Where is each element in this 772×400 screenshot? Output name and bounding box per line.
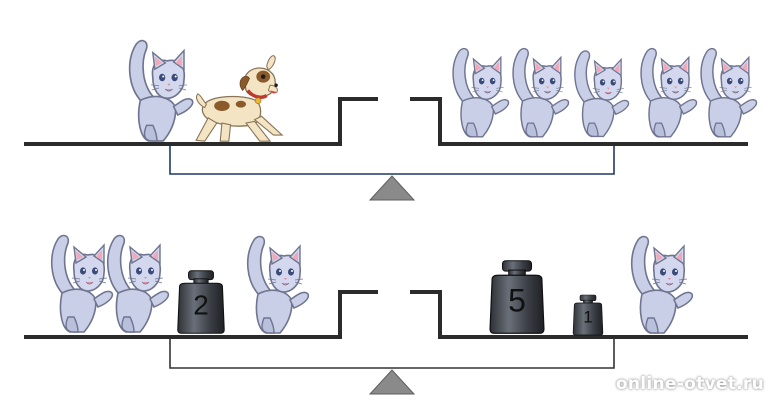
cat-icon [128, 39, 194, 142]
weight-label: 1 [583, 308, 592, 327]
cat-icon [630, 235, 694, 334]
dog-icon [194, 53, 285, 144]
left-pan-beam [24, 290, 378, 339]
fulcrum-icon [368, 369, 416, 395]
fulcrum-icon [368, 175, 416, 201]
cat-icon [574, 50, 630, 138]
cat-icon [246, 235, 310, 334]
scale-linkage [169, 339, 615, 369]
left-weight-2: 2 [177, 270, 225, 334]
cat-icon [452, 47, 510, 138]
right-pan-beam [410, 97, 748, 146]
balance-scale-2: 2 5 1 [24, 234, 748, 395]
balance-scale-1 [24, 39, 758, 201]
cat-icon [700, 47, 758, 138]
weight-label: 2 [193, 290, 209, 321]
cat-icon [512, 47, 570, 138]
cat-icon [50, 234, 114, 333]
right-weight-1: 1 [572, 294, 604, 336]
right-weight-5: 5 [489, 260, 545, 334]
left-pan-beam [24, 97, 378, 146]
watermark-text: online-otvet.ru [615, 374, 764, 394]
scale-linkage [169, 146, 615, 175]
cat-icon [106, 234, 170, 333]
right-pan-beam [410, 290, 748, 339]
weight-label: 5 [508, 283, 526, 319]
cat-icon [640, 47, 698, 138]
